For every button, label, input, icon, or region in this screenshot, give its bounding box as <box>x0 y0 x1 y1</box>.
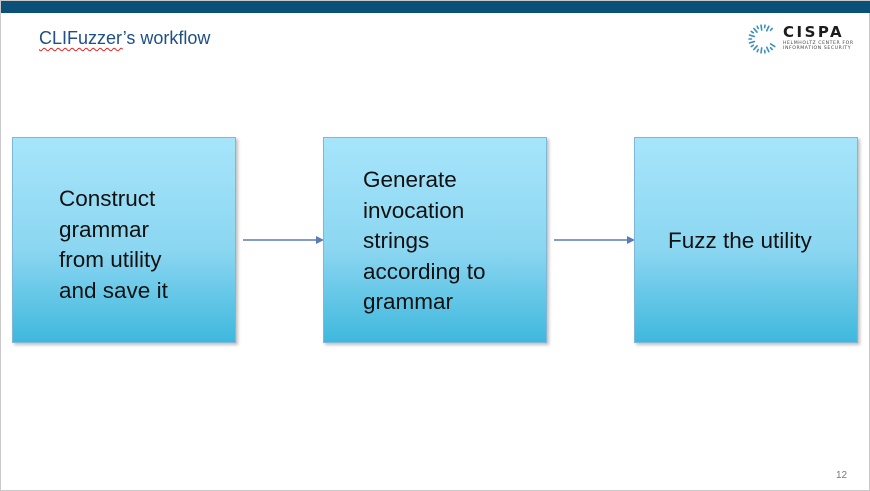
top-bar <box>1 1 870 13</box>
step-line: strings <box>363 228 430 253</box>
step-box-generate-invocations: Generate invocation strings according to… <box>323 137 547 343</box>
logo-ring-dash <box>753 27 758 33</box>
logo-ring-dash <box>765 46 770 53</box>
logo-ring-dash <box>748 34 756 38</box>
logo-ring-dash <box>765 25 770 32</box>
logo-subtitle-1: HELMHOLTZ CENTER FOR <box>783 41 854 46</box>
step-text: Generate invocation strings according to… <box>363 165 486 318</box>
step-line: Construct <box>59 186 156 211</box>
step-box-construct-grammar: Construct grammar from utility and save … <box>12 137 236 343</box>
step-line: grammar <box>363 289 454 314</box>
step-text: Fuzz the utility <box>668 226 812 257</box>
arrow-right-icon <box>554 236 635 244</box>
step-line: from utility <box>59 247 162 272</box>
logo-ring-dash <box>753 44 758 51</box>
step-line: invocation <box>363 197 465 223</box>
logo-ring-dash <box>769 46 773 51</box>
logo-ring-dash <box>750 44 755 48</box>
step-line: according to <box>363 258 486 284</box>
logo-ring-dash <box>769 27 773 32</box>
cispa-ring-icon <box>748 24 776 54</box>
slide-title: CLIFuzzer’s workflow <box>39 28 210 49</box>
logo-ring-dash <box>769 43 776 48</box>
logo-ring-dash <box>756 25 760 30</box>
step-line: grammar <box>59 216 150 242</box>
step-line: and save it <box>59 277 168 303</box>
logo-name: CISPA <box>783 23 845 41</box>
step-line: Generate <box>363 167 457 192</box>
arrow-right-icon <box>243 236 324 244</box>
cispa-logo: CISPA HELMHOLTZ CENTER FOR INFORMATION S… <box>747 23 857 55</box>
step-text: Construct grammar from utility and save … <box>59 184 168 306</box>
title-main: CLIFuzzer <box>39 28 123 48</box>
logo-ring-dash <box>748 40 756 44</box>
logo-ring-dash <box>756 48 760 53</box>
logo-ring-dash <box>760 24 763 31</box>
page-number: 12 <box>836 470 848 481</box>
step-line: Fuzz the utility <box>668 228 812 253</box>
step-box-fuzz-utility: Fuzz the utility <box>634 137 858 343</box>
logo-ring-dash <box>760 47 763 54</box>
logo-subtitle-2: INFORMATION SECURITY <box>783 46 852 51</box>
logo-ring-dash <box>750 30 755 34</box>
title-rest: ’s workflow <box>122 28 211 48</box>
